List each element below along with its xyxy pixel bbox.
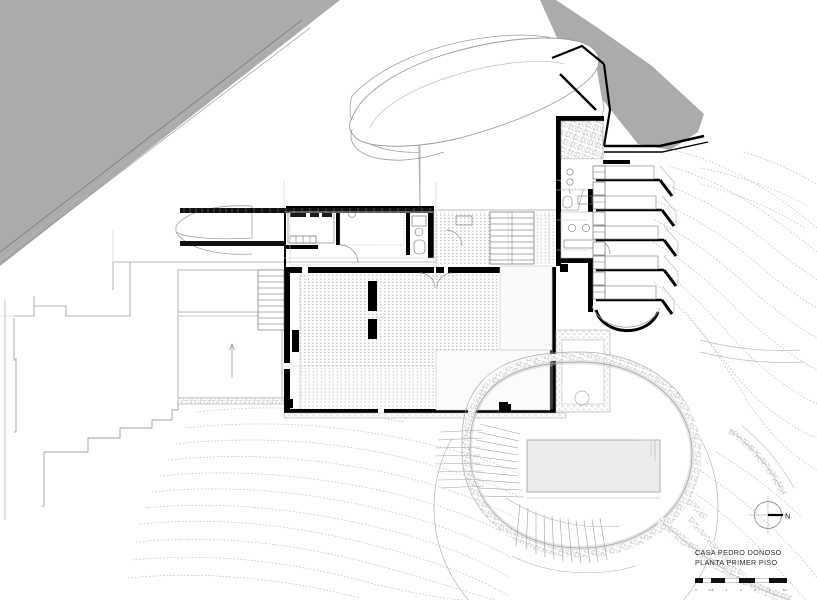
west-terrace-edge-band: [177, 397, 285, 405]
scale-tick-labels: 0 0.5 1 2 3 4 5m: [695, 588, 787, 592]
scale-tick: 0.5: [709, 588, 714, 592]
gravel-corner-titleblock: [685, 497, 709, 521]
scale-tick: 4: [768, 588, 771, 592]
south-edge-band: [283, 412, 567, 419]
swimming-pool: [526, 439, 661, 499]
central-stair: [489, 211, 535, 265]
gravel-strip-ne: [687, 516, 747, 579]
bedroom-wing: [591, 165, 679, 333]
column-markers: [284, 264, 568, 412]
scale-tick: 0: [695, 588, 697, 592]
north-canopy-bar: [240, 208, 432, 213]
drawing-title: PLANTA PRIMER PISO: [695, 557, 778, 567]
north-arrow-compass: N: [749, 496, 790, 534]
stepped-retaining-wall: [42, 400, 179, 507]
north-label: N: [785, 512, 790, 521]
guide-lines: [0, 180, 550, 317]
scale-tick: 1: [725, 588, 728, 592]
west-curved-canopy: [175, 205, 284, 255]
stone-path-east: [727, 425, 795, 496]
east-courtyard: [555, 329, 611, 413]
scale-tick: 2: [740, 588, 742, 592]
scale-tick: 3: [754, 588, 756, 592]
contour-lines-southeast: [689, 451, 817, 600]
hillside-edge-lines: [0, 19, 311, 265]
bathroom-fixtures: [411, 215, 473, 255]
radial-steps: [473, 423, 525, 498]
title-block: CASA PEDRO DONOSO PLANTA PRIMER PISO 0 0…: [694, 548, 795, 592]
terrace-stone-edge: [462, 352, 702, 558]
elliptical-roof-edge: [350, 61, 565, 161]
stone-path-northeast: [699, 339, 805, 363]
stone-path-southeast: [656, 516, 792, 600]
elliptical-roof: [348, 37, 600, 147]
kitchen: [287, 210, 405, 264]
contour-lines-east: [649, 149, 817, 471]
roof-ridge-lines: [551, 44, 709, 153]
radial-steps-south: [505, 497, 637, 574]
scale-tick: 5m: [782, 588, 787, 592]
project-title: CASA PEDRO DONOSO: [695, 548, 782, 558]
west-stair: [257, 269, 285, 331]
retaining-walls-west: [13, 262, 131, 433]
contour-lines-south: [127, 407, 521, 600]
scale-bar: 0 0.5 1 2 3 4 5m: [694, 570, 795, 592]
radial-steps-west-fan: [434, 429, 485, 489]
